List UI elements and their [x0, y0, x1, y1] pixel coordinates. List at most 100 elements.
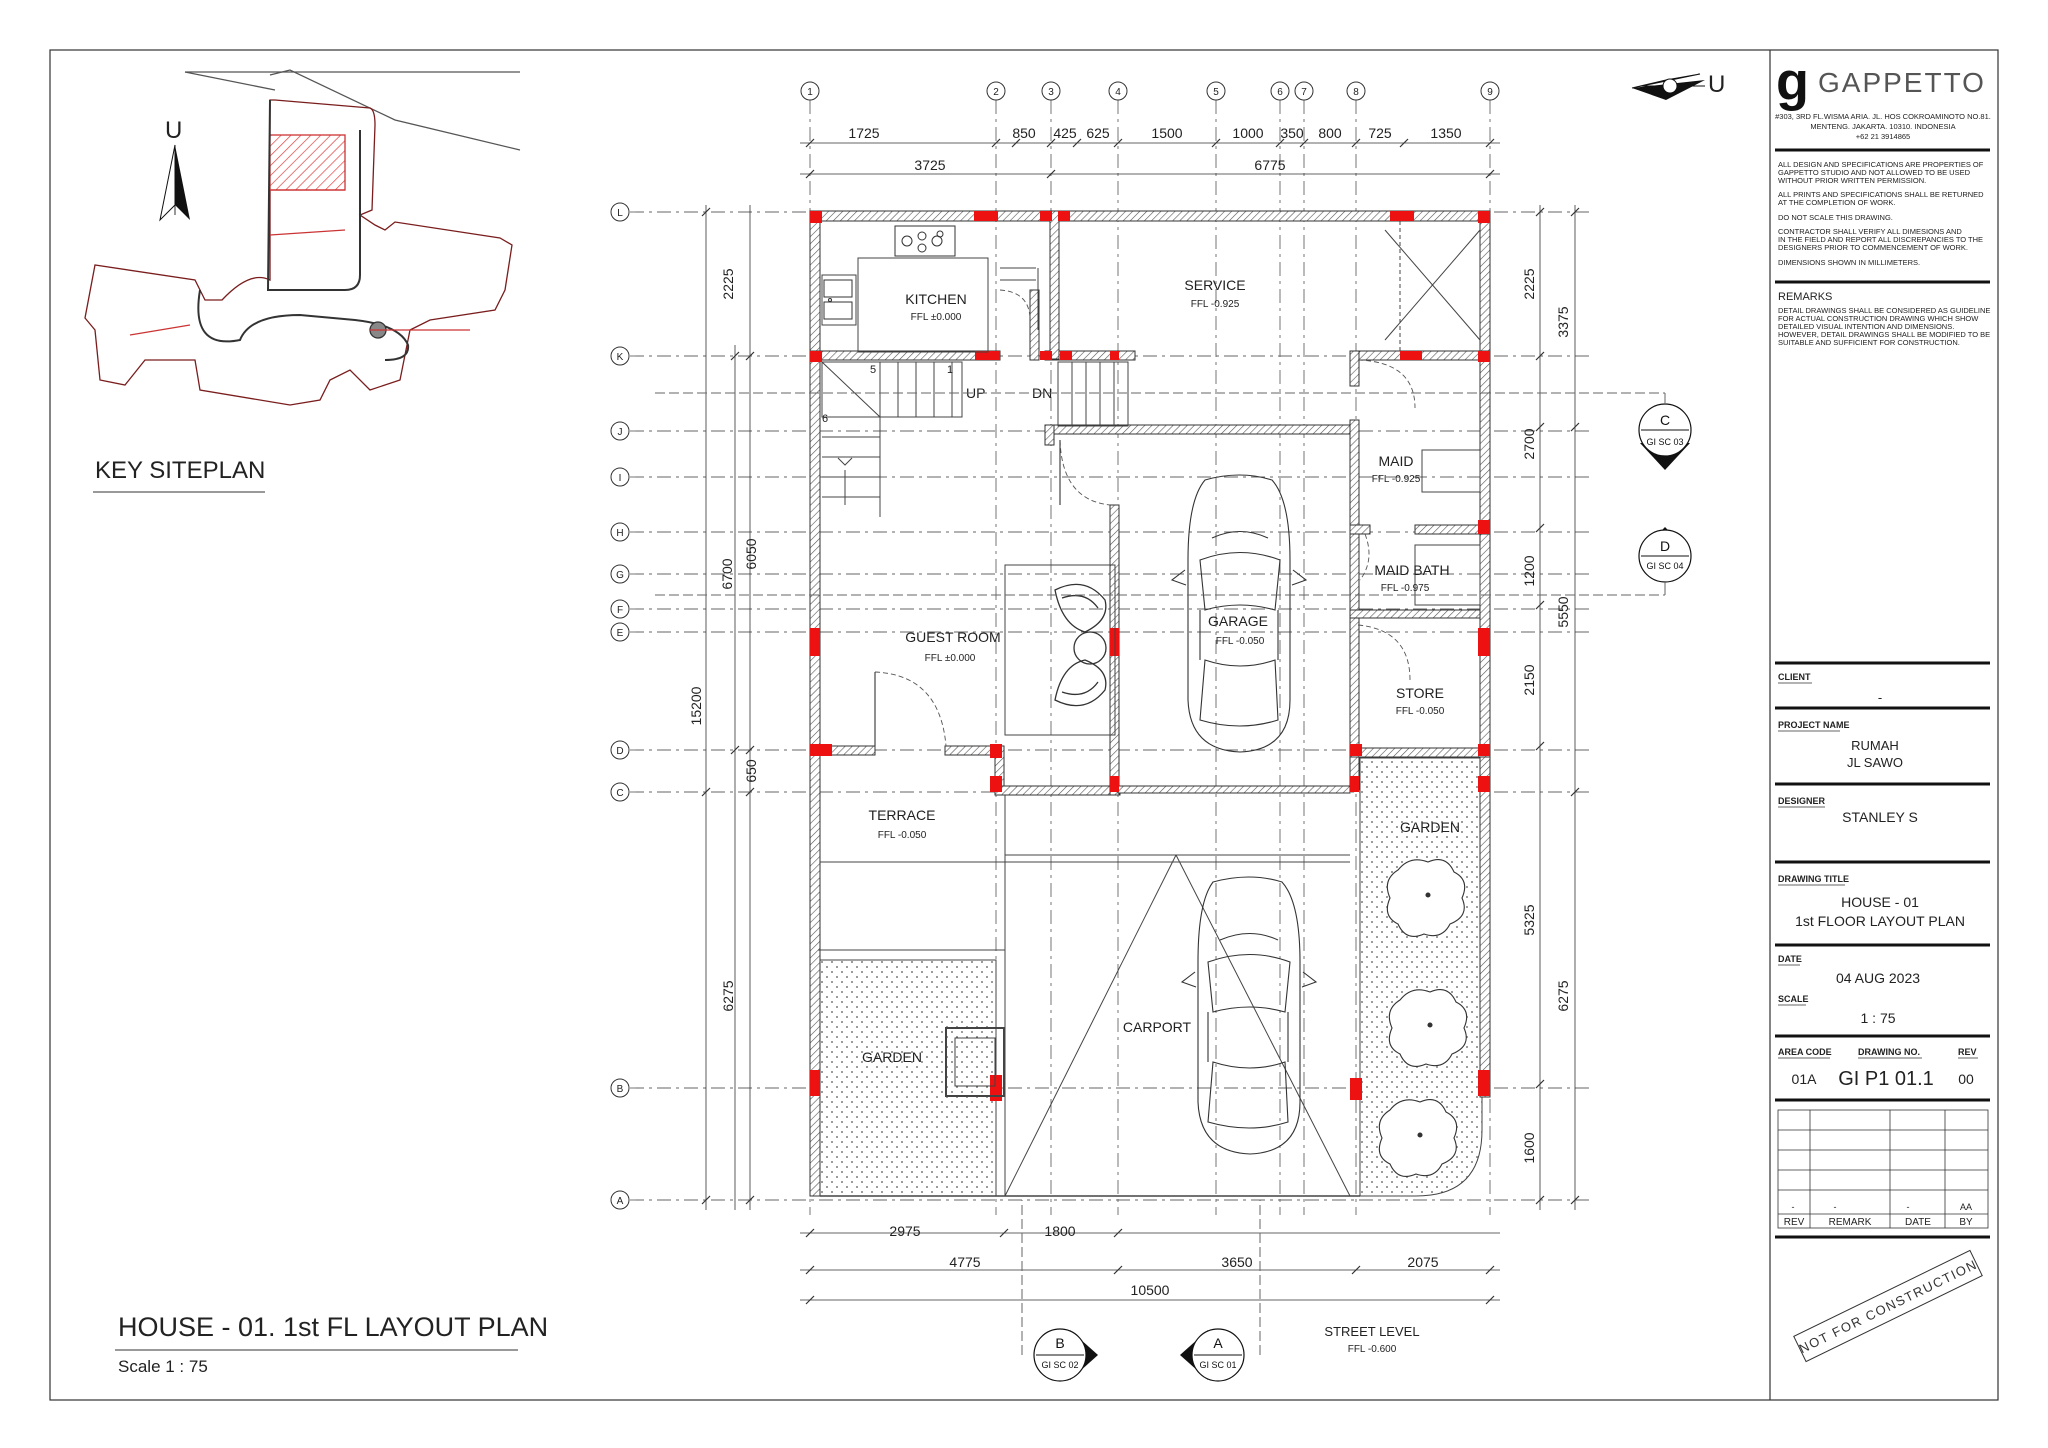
dim-bottom-2075: 2075: [1407, 1254, 1438, 1270]
section-c-ref: GI SC 03: [1646, 437, 1683, 447]
dim-left-650: 650: [743, 759, 759, 783]
dim-top-725: 725: [1368, 125, 1392, 141]
armchair-icon: [1054, 583, 1107, 707]
client-value: -: [1878, 690, 1882, 705]
street-level-ffl: FFL -0.600: [1348, 1344, 1397, 1355]
room-service-ffl: FFL -0.925: [1191, 299, 1240, 310]
dim-top-1725: 1725: [848, 125, 879, 141]
grid-row-D: D: [616, 746, 623, 757]
stair-up-label: UP: [966, 385, 985, 401]
grid-row-H: H: [616, 528, 623, 539]
dim-right-1600: 1600: [1521, 1132, 1537, 1163]
project-name-label: PROJECT NAME: [1778, 720, 1850, 730]
dim-top-6775: 6775: [1254, 157, 1285, 173]
room-terrace-name: TERRACE: [869, 807, 936, 823]
dim-right-5325: 5325: [1521, 904, 1537, 935]
dim-left-6700: 6700: [719, 558, 735, 589]
rev-table-col-rev: REV: [1784, 1217, 1805, 1228]
remark-line-1: DETAIL DRAWINGS SHALL BE CONSIDERED AS G…: [1778, 306, 1990, 315]
drawing-scale: Scale 1 : 75: [118, 1357, 208, 1376]
car-icon-carport: [1180, 876, 1318, 1155]
section-marker-d: [655, 527, 1692, 596]
dim-top-3725: 3725: [914, 157, 945, 173]
note-line-4: ALL PRINTS AND SPECIFICATIONS SHALL BE R…: [1778, 190, 1984, 199]
drawing-title-line-2: 1st FLOOR LAYOUT PLAN: [1795, 913, 1965, 929]
section-c-letter: C: [1660, 412, 1670, 428]
section-b-ref: GI SC 02: [1041, 1360, 1078, 1370]
brand-address-1: #303, 3RD FL.WISMA ARIA. JL. HOS COKROAM…: [1775, 112, 1991, 121]
dim-right-3375: 3375: [1555, 306, 1571, 337]
sink-icon: [823, 279, 853, 320]
scale-value: 1 : 75: [1860, 1010, 1895, 1026]
room-maid-bath-ffl: FFL -0.975: [1381, 583, 1430, 594]
room-store-name: STORE: [1396, 685, 1444, 701]
dim-right-2150: 2150: [1521, 664, 1537, 695]
staircase: [821, 361, 1129, 517]
grid-col-8: 8: [1353, 87, 1359, 98]
street-level-label: STREET LEVEL: [1324, 1324, 1419, 1339]
scale-label: SCALE: [1778, 994, 1809, 1004]
door-leaves: [874, 440, 1061, 746]
rev-table-mark-2: -: [1834, 1202, 1837, 1212]
grid-row-L: L: [617, 208, 623, 219]
key-siteplan-title: KEY SITEPLAN: [95, 457, 265, 484]
dim-top-625: 625: [1086, 125, 1110, 141]
north-label: U: [1708, 71, 1725, 98]
grid-row-B: B: [617, 1084, 624, 1095]
car-icon-garage: [1170, 474, 1308, 753]
dim-top-850: 850: [1012, 125, 1036, 141]
stair-step-1: 1: [947, 364, 953, 376]
area-code-label: AREA CODE: [1778, 1047, 1832, 1057]
designer-value: STANLEY S: [1842, 809, 1918, 825]
key-siteplan-north-arrow: [159, 144, 190, 222]
not-for-construction-stamp: NOT FOR CONSTRUCTION: [1793, 1249, 1983, 1363]
door-swings: [874, 289, 1416, 747]
note-line-3: WITHOUT PRIOR WRITTEN PERMISSION.: [1778, 176, 1926, 185]
grid-col-2: 2: [993, 87, 999, 98]
room-maid-name: MAID: [1379, 453, 1414, 469]
section-a-letter: A: [1213, 1335, 1223, 1351]
room-maid-ffl: FFL -0.925: [1372, 474, 1421, 485]
brand-address-3: +62 21 3914865: [1856, 132, 1910, 141]
drawing-title-label: DRAWING TITLE: [1778, 874, 1849, 884]
rev-table-mark-4: AA: [1960, 1202, 1972, 1212]
drawing-no-label: DRAWING NO.: [1858, 1047, 1920, 1057]
note-line-2: GAPPETTO STUDIO AND NOT ALLOWED TO BE US…: [1778, 168, 1971, 177]
revision-table: [1777, 1109, 1989, 1229]
dim-bottom-2975: 2975: [889, 1223, 920, 1239]
grid-row-I: I: [619, 473, 622, 484]
dim-top-350: 350: [1280, 125, 1304, 141]
room-garden-right-name: GARDEN: [1400, 819, 1460, 835]
dim-left-15200: 15200: [688, 686, 704, 725]
dim-top-1500: 1500: [1151, 125, 1182, 141]
dimension-lines: [705, 142, 1576, 1301]
dim-bottom-1800: 1800: [1044, 1223, 1075, 1239]
client-label: CLIENT: [1778, 672, 1811, 682]
grid-row-bubbles: [610, 202, 630, 1210]
room-guest-room-ffl: FFL ±0.000: [925, 653, 976, 664]
rev-label: REV: [1958, 1047, 1977, 1057]
date-label: DATE: [1778, 954, 1802, 964]
dim-right-5550: 5550: [1555, 596, 1571, 627]
dim-left-6275: 6275: [720, 980, 736, 1011]
structural-columns: [810, 211, 1490, 1101]
room-garden-left-name: GARDEN: [862, 1049, 922, 1065]
dim-top-1000: 1000: [1232, 125, 1263, 141]
rev-table-col-date: DATE: [1905, 1217, 1931, 1228]
stair-step-6: 6: [822, 413, 828, 425]
dim-bottom-10500: 10500: [1131, 1282, 1170, 1298]
grid-col-3: 3: [1048, 87, 1054, 98]
room-service-name: SERVICE: [1184, 277, 1245, 293]
grid-col-4: 4: [1115, 87, 1121, 98]
section-b-letter: B: [1055, 1335, 1064, 1351]
grid-row-G: G: [616, 570, 624, 581]
stair-step-5: 5: [870, 364, 876, 376]
designer-label: DESIGNER: [1778, 796, 1826, 806]
dim-bottom-4775: 4775: [949, 1254, 980, 1270]
brand-address-2: MENTENG. JAKARTA. 10310. INDONESIA: [1810, 122, 1955, 131]
room-guest-room-name: GUEST ROOM: [905, 629, 1000, 645]
dim-top-425: 425: [1053, 125, 1077, 141]
stamp-text: NOT FOR CONSTRUCTION: [1797, 1257, 1980, 1357]
grid-col-7: 7: [1301, 87, 1307, 98]
stove-icon: [894, 225, 956, 257]
